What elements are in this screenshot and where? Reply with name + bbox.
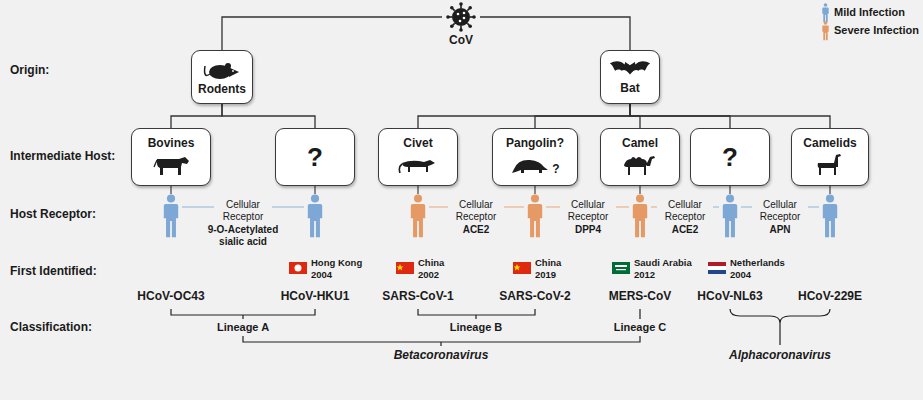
receptor-name: 9-O-Acetylated sialic acid: [203, 224, 283, 247]
origin-box: Bat: [600, 50, 660, 104]
node-row: ?: [510, 153, 559, 177]
place-name: Saudi Arabia: [634, 258, 692, 269]
node-label: CoV: [449, 34, 473, 48]
receptor-name: APN: [750, 224, 810, 236]
legend-text: Severe Infection: [834, 24, 919, 37]
year: 2012: [634, 270, 655, 281]
receptor-name: ACE2: [446, 224, 506, 236]
node-label: Rodents: [198, 83, 246, 97]
tree-connector: [630, 104, 830, 128]
genus-label: Alphacoronavirus: [729, 349, 831, 363]
severe-person: [411, 194, 425, 237]
tree-connector: [171, 104, 222, 128]
lineage-label: Lineage C: [614, 321, 667, 334]
mild-person: [164, 194, 178, 237]
legend-text: Mild Infection: [834, 6, 905, 19]
host-box: Civet: [378, 128, 458, 186]
lineage-label: Lineage B: [450, 321, 503, 334]
lineage-label: Lineage A: [217, 321, 269, 334]
row-label: Host Receptor:: [10, 208, 96, 222]
saudi-flag: [612, 262, 630, 274]
receptor-leaders: [182, 207, 819, 208]
severe-person-icon: [822, 21, 828, 40]
node-label: ?: [307, 143, 323, 172]
tree-connector: [418, 104, 630, 128]
china-flag: [396, 262, 414, 274]
node-label: Camel: [622, 137, 658, 151]
tree-connector: [222, 17, 442, 50]
civet-icon: [398, 153, 438, 177]
mild-person: [823, 194, 837, 237]
china-flag: [513, 262, 531, 274]
cow-icon: [151, 153, 191, 177]
host-box: Camelids: [791, 128, 869, 186]
receptor-heading: Cellular Receptor: [755, 199, 805, 222]
unknown-host-box: ?: [275, 128, 355, 186]
receptor-heading: Cellular Receptor: [660, 199, 710, 222]
virus-name: SARS-CoV-2: [499, 290, 570, 304]
receptor-heading: Cellular Receptor: [451, 199, 501, 222]
node-label: Bat: [620, 82, 639, 96]
virus-name: HCoV-NL63: [697, 290, 762, 304]
hong-kong-flag: [289, 262, 307, 274]
host-box: Bovines: [131, 128, 211, 186]
unknown-host-box: ?: [690, 128, 770, 186]
virus-name: HCoV-229E: [798, 290, 862, 304]
receptor-name: ACE2: [655, 224, 715, 236]
mild-person: [308, 194, 322, 237]
host-box: Camel: [600, 128, 680, 186]
virus-name: HCoV-HKU1: [281, 290, 350, 304]
host-person-links: [171, 186, 830, 194]
place-name: China: [535, 258, 561, 269]
netherlands-flag: [708, 262, 726, 274]
row-label: Classification:: [10, 321, 92, 335]
virus-name: MERS-CoV: [609, 290, 672, 304]
virus-icon: [446, 2, 476, 32]
virus-name: SARS-CoV-1: [382, 290, 453, 304]
year: 2019: [535, 270, 556, 281]
origin-box: Rodents: [191, 50, 253, 104]
node-label: ?: [722, 143, 738, 172]
receptor-name: DPP4: [558, 224, 618, 236]
year: 2004: [311, 270, 332, 281]
year: 2004: [730, 270, 751, 281]
row-label: First Identified:: [10, 265, 97, 279]
tree-connector: [222, 104, 315, 128]
llama-icon: [810, 153, 850, 177]
place-name: Netherlands: [730, 258, 785, 269]
classification-brackets: [171, 309, 830, 346]
year: 2002: [418, 270, 439, 281]
host-box: Pangolin??: [492, 128, 578, 186]
node-label: Bovines: [148, 137, 195, 151]
severe-person: [528, 194, 542, 237]
virus-node: CoV: [442, 0, 480, 50]
virus-name: HCoV-OC43: [137, 290, 204, 304]
place-name: Hong Kong: [311, 258, 362, 269]
camel-icon: [620, 153, 660, 177]
node-note: ?: [552, 163, 559, 177]
bat-icon: [608, 58, 652, 80]
row-label: Intermediate Host:: [10, 150, 115, 164]
node-label: Pangolin?: [506, 137, 564, 151]
row-label: Origin:: [10, 64, 49, 78]
node-label: Camelids: [803, 137, 856, 151]
genus-label: Betacoronavirus: [394, 349, 489, 363]
mild-person: [723, 194, 737, 237]
node-label: Civet: [403, 137, 432, 151]
place-name: China: [418, 258, 444, 269]
receptor-heading: Cellular Receptor: [218, 199, 268, 222]
severe-person: [633, 194, 647, 237]
tree-connector: [480, 17, 630, 50]
tree-connector: [535, 104, 630, 128]
mild-person-icon: [822, 3, 828, 22]
rat-icon: [202, 57, 242, 81]
pangolin-icon: [510, 153, 550, 177]
receptor-heading: Cellular Receptor: [563, 199, 613, 222]
